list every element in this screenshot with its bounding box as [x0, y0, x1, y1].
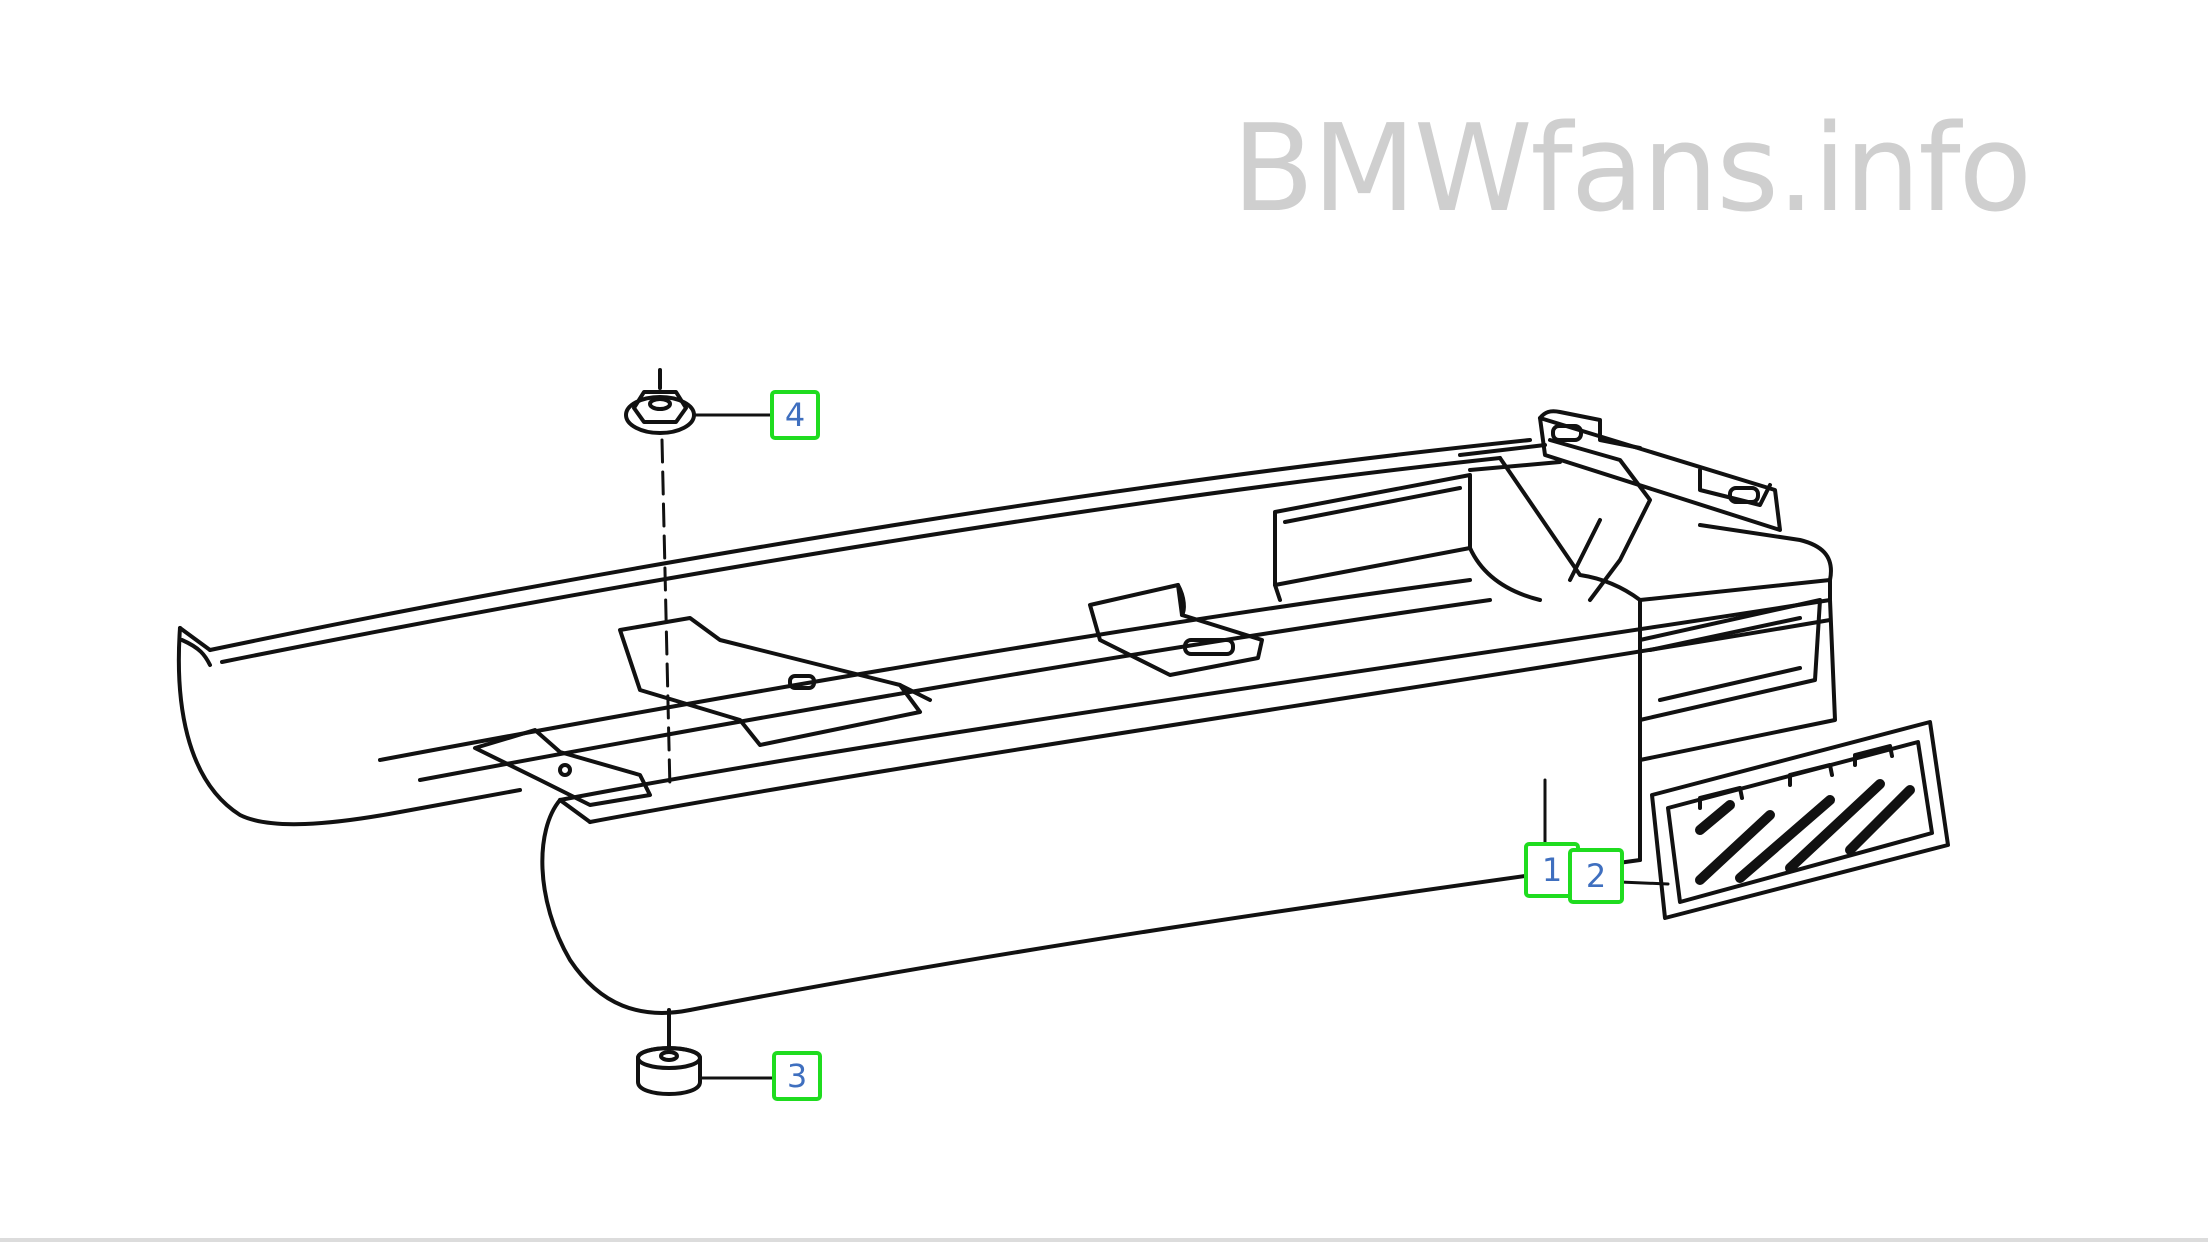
assembly-axis — [660, 438, 672, 792]
leader-lines — [692, 413, 1670, 1080]
bottom-divider — [0, 1238, 2208, 1242]
callout-part-3[interactable]: 3 — [772, 1051, 822, 1101]
rubber-bushing — [636, 1008, 702, 1096]
console-left-wall — [176, 438, 1532, 827]
hex-flange-nut — [624, 368, 696, 435]
center-tray — [1273, 473, 1542, 602]
callout-part-4[interactable]: 4 — [770, 390, 820, 440]
cross-strap — [618, 616, 932, 747]
rear-mounting-bracket — [1458, 409, 1782, 602]
vent-grille — [1650, 720, 1950, 920]
callout-part-2[interactable]: 2 — [1568, 848, 1624, 904]
left-mounting-tab — [473, 728, 652, 807]
watermark-logo: BMWfans.info — [1232, 100, 2032, 239]
console-main-body — [378, 456, 1837, 1015]
middle-clip — [1088, 583, 1264, 677]
